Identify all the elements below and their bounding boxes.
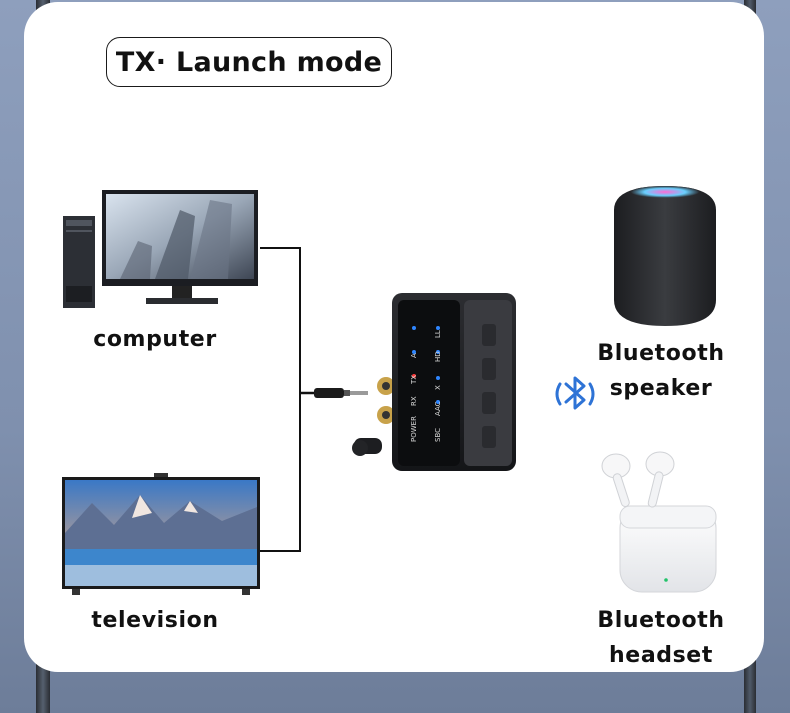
headset-image: [601, 451, 717, 593]
led-label-sbc: SBC: [434, 428, 442, 442]
bluetooth-icon: [555, 376, 595, 410]
speaker-label: Bluetooth speaker: [590, 336, 732, 406]
headset-label-line1: Bluetooth: [597, 608, 725, 633]
speaker-label-line1: Bluetooth: [597, 341, 725, 366]
television-image: [62, 473, 260, 595]
led-label-hd: HD: [434, 351, 442, 362]
led-label-tx: TX: [410, 375, 418, 385]
speaker-label-line2: speaker: [609, 376, 713, 401]
mode-title-text: TX· Launch mode: [115, 46, 383, 78]
headset-label: Bluetooth headset: [590, 603, 732, 673]
television-label: television: [91, 608, 219, 633]
speaker-image: [614, 186, 716, 326]
led-label-aac: AAC: [434, 401, 442, 416]
mode-title: TX· Launch mode: [106, 37, 392, 87]
bluetooth-transmitter: POWER RX TX A SBC AAC X HD LL: [352, 293, 516, 471]
headset-label-line2: headset: [609, 643, 713, 668]
led-label-a: A: [410, 353, 418, 358]
led-label-x: X: [434, 385, 442, 390]
computer-label: computer: [93, 327, 217, 352]
led-label-rx: RX: [410, 396, 418, 406]
cable-lines: [260, 247, 368, 552]
led-label-ll: LL: [434, 330, 442, 338]
led-label-power: POWER: [410, 416, 418, 442]
computer-image: [63, 190, 258, 308]
